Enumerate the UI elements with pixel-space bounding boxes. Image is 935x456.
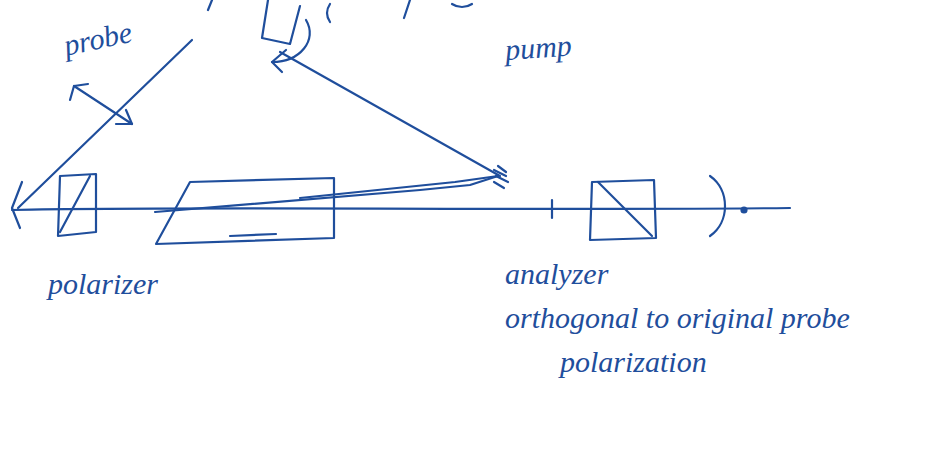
- waveplate: [262, 0, 300, 44]
- beam-label: pump: [503, 18, 646, 71]
- tick-mark: [551, 200, 553, 218]
- optical-axis: [12, 208, 790, 210]
- note-label: orthogonal to original probe polarizatio…: [505, 296, 890, 383]
- beam-label: probe: [59, 0, 205, 67]
- probe-beam: [18, 40, 192, 208]
- stroke-fragment: [452, 4, 472, 7]
- pump-beam: [280, 52, 500, 176]
- detector: [710, 176, 725, 236]
- beam-dump: [494, 166, 508, 188]
- stroke-fragment: [404, 0, 410, 18]
- pump-path: [300, 176, 498, 198]
- stroke-fragment: [230, 234, 276, 236]
- arrow-head: [70, 84, 88, 100]
- analyzer: [590, 180, 656, 240]
- analyzer-axis: [598, 182, 652, 236]
- part-label: analyzer: [505, 252, 725, 296]
- stroke-fragment: [208, 0, 212, 10]
- stroke-fragment: [327, 4, 330, 22]
- polarizer: [58, 174, 96, 236]
- polarization-arrow: [74, 86, 132, 124]
- polarizer-axis: [60, 176, 90, 232]
- detector-dot: [742, 208, 747, 213]
- part-label: polarizer: [48, 262, 248, 306]
- sample-crystal: [156, 178, 334, 244]
- arrow-head: [116, 110, 132, 124]
